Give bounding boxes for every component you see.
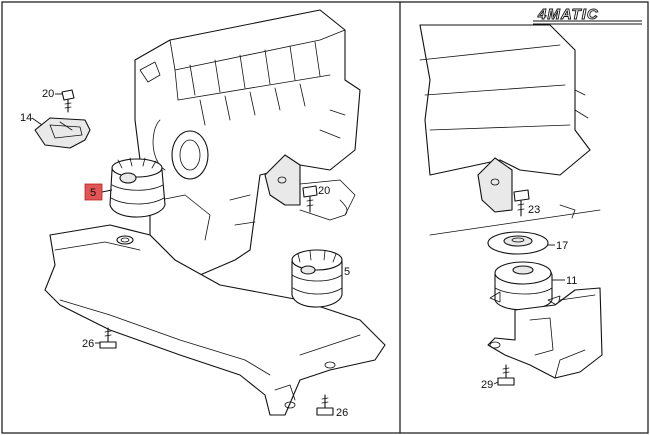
callout-26-left: 26 (82, 338, 94, 350)
engine-mount-5-left (109, 157, 166, 218)
lower-bracket-right (487, 287, 603, 379)
engine-mount-11 (489, 261, 561, 311)
callout-29: 29 (481, 379, 493, 391)
callout-5-highlight[interactable]: 5 (90, 187, 96, 199)
front-crossmember (44, 224, 386, 416)
right-panel: 4MATIC (419, 6, 642, 391)
callout-26-bottom: 26 (336, 407, 348, 419)
left-panel: 20 14 5 20 5 26 26 (20, 9, 386, 419)
bracket-14 (34, 117, 91, 149)
engine-mount-5-center (291, 249, 343, 308)
callout-11: 11 (566, 275, 577, 287)
callouts-right: 23 17 11 29 (481, 204, 577, 391)
bolt-26-left (99, 327, 117, 349)
model-badge: 4MATIC (533, 6, 642, 25)
model-badge-text: 4MATIC (537, 6, 599, 23)
bolt-26-bottom (316, 394, 334, 416)
bolt-29 (497, 364, 515, 386)
engine-block-right (419, 24, 601, 236)
callout-14: 14 (20, 112, 32, 124)
bolt-20-left (61, 89, 75, 113)
callout-23: 23 (528, 204, 540, 216)
callout-20-left: 20 (42, 88, 54, 100)
callouts-left: 20 14 5 20 5 26 26 (20, 88, 350, 419)
engine-block (134, 9, 361, 276)
callout-5-center: 5 (344, 266, 350, 278)
washer-17 (487, 231, 549, 255)
callout-17: 17 (556, 240, 568, 252)
bracket-23 (477, 157, 530, 217)
callout-20-center: 20 (318, 185, 330, 197)
engine-bracket-center (264, 154, 318, 213)
